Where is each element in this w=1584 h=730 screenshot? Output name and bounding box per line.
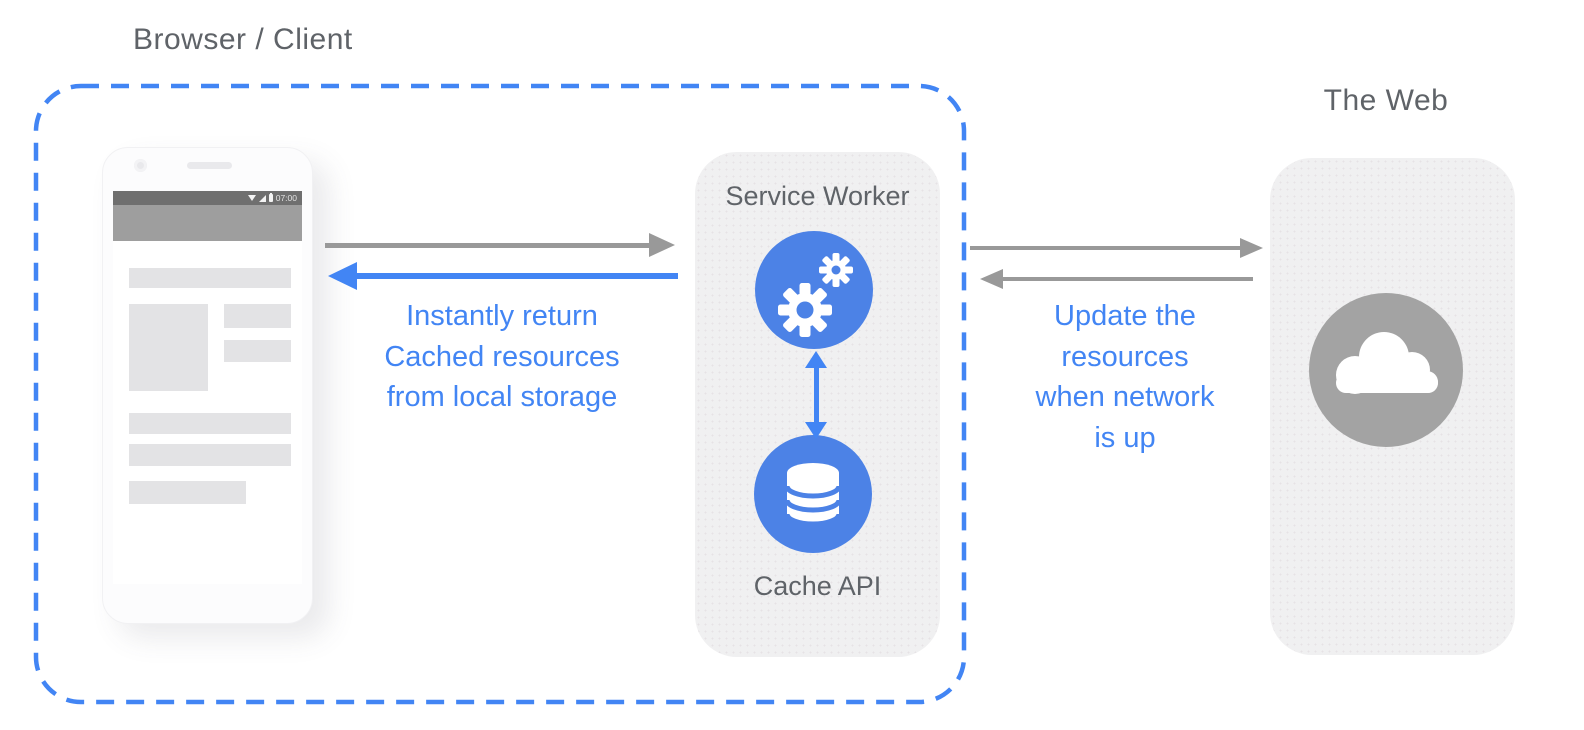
- network-update-arrow-shaft: [1001, 277, 1253, 281]
- network-update-arrow: [980, 269, 1253, 289]
- cache-circle: [754, 435, 872, 553]
- connector-shaft: [813, 364, 819, 426]
- service-worker-title: Service Worker: [725, 181, 910, 211]
- phone-screen: 07:00 ◁ ○ □: [113, 191, 302, 584]
- placeholder-block: [129, 304, 208, 391]
- network-fetch-arrowhead: [1240, 238, 1263, 258]
- browser-client-boundary: [33, 83, 967, 705]
- phone-speaker: [187, 162, 232, 169]
- placeholder-block: [129, 413, 291, 434]
- caption-line: resources: [1061, 340, 1189, 373]
- cloud-icon: [1336, 332, 1438, 394]
- placeholder-block: [129, 268, 291, 288]
- web-circle: [1309, 293, 1463, 447]
- cached-response-arrow-shaft: [354, 273, 678, 279]
- the-web-panel: [1270, 158, 1515, 655]
- network-fetch-arrow: [970, 238, 1263, 258]
- status-time: 07:00: [275, 193, 297, 203]
- caption-line: Cached resources: [384, 340, 620, 373]
- status-icons: 07:00: [247, 191, 297, 205]
- service-worker-circle: [755, 231, 873, 349]
- phone-mockup: 07:00 ◁ ○ □: [102, 147, 313, 624]
- battery-icon: [268, 192, 273, 202]
- caption-line: when network: [1035, 381, 1215, 413]
- caption-line: Instantly return: [406, 300, 598, 332]
- connector-arrowhead-up: [805, 351, 827, 368]
- network-fetch-arrow-shaft: [970, 246, 1241, 250]
- caption-line: is up: [1094, 421, 1156, 454]
- connector-arrowhead-down: [805, 422, 827, 439]
- request-arrow: [325, 233, 675, 257]
- placeholder-block: [224, 304, 291, 328]
- browser-client-title: Browser / Client: [133, 23, 353, 56]
- request-arrowhead: [649, 233, 675, 257]
- the-web-title: The Web: [1323, 84, 1449, 117]
- cached-response-arrowhead: [328, 262, 357, 290]
- network-update-arrowhead: [980, 269, 1003, 289]
- cache-api-label: Cache API: [753, 571, 882, 601]
- update-resources-caption: Update the resources when network is up: [1010, 296, 1240, 458]
- phone-status-bar: 07:00: [113, 191, 302, 205]
- database-icon: [784, 463, 842, 527]
- service-worker-panel: Service Worker: [695, 152, 940, 657]
- placeholder-block: [129, 444, 291, 466]
- request-arrow-shaft: [325, 243, 651, 248]
- app-header-bar: [113, 205, 302, 241]
- cached-resources-caption: Instantly return Cached resources from l…: [352, 296, 652, 418]
- sw-cache-connector-arrow: [805, 351, 827, 439]
- cached-response-arrow: [328, 262, 678, 290]
- placeholder-block: [129, 481, 246, 504]
- placeholder-block: [224, 340, 291, 362]
- signal-icon: [258, 194, 266, 202]
- phone-camera-dot: [134, 159, 147, 172]
- caption-line: from local storage: [386, 381, 618, 413]
- gears-icon: [778, 253, 853, 337]
- caption-line: Update the: [1054, 300, 1196, 332]
- wifi-icon: [247, 195, 256, 201]
